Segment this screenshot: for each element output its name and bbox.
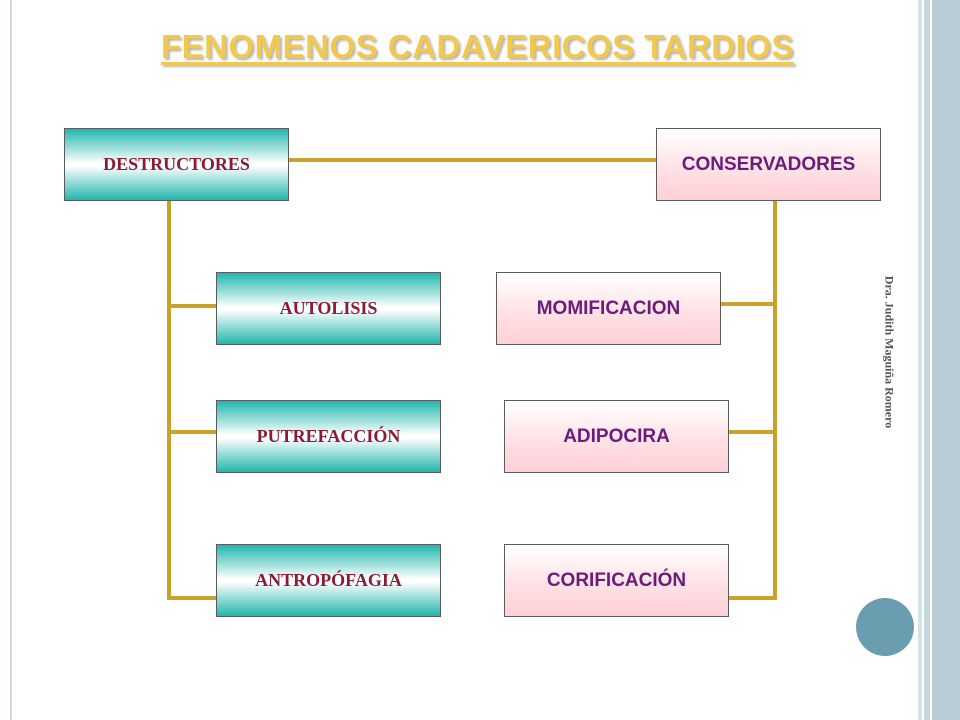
- slide-frame-band: [924, 0, 930, 720]
- node-antropofagia: ANTROPÓFAGIA: [216, 544, 441, 617]
- node-putrefaccion: PUTREFACCIÓN: [216, 400, 441, 473]
- node-momificacion: MOMIFICACION: [496, 272, 721, 345]
- slide-frame-left-line: [10, 0, 12, 720]
- author-credit: Dra. Judith Maguiña Romero: [882, 275, 897, 429]
- node-adipocira: ADIPOCIRA: [504, 400, 729, 473]
- node-corificacion: CORIFICACIÓN: [504, 544, 729, 617]
- slide-title: FENOMENOS CADAVERICOS TARDIOS: [161, 28, 794, 65]
- slide-frame-band: [932, 0, 960, 720]
- node-conservadores: CONSERVADORES: [656, 128, 881, 201]
- slide-decoration-circle: [856, 598, 914, 656]
- node-destructores: DESTRUCTORES: [64, 128, 289, 201]
- slide-frame-band: [918, 0, 922, 720]
- node-autolisis: AUTOLISIS: [216, 272, 441, 345]
